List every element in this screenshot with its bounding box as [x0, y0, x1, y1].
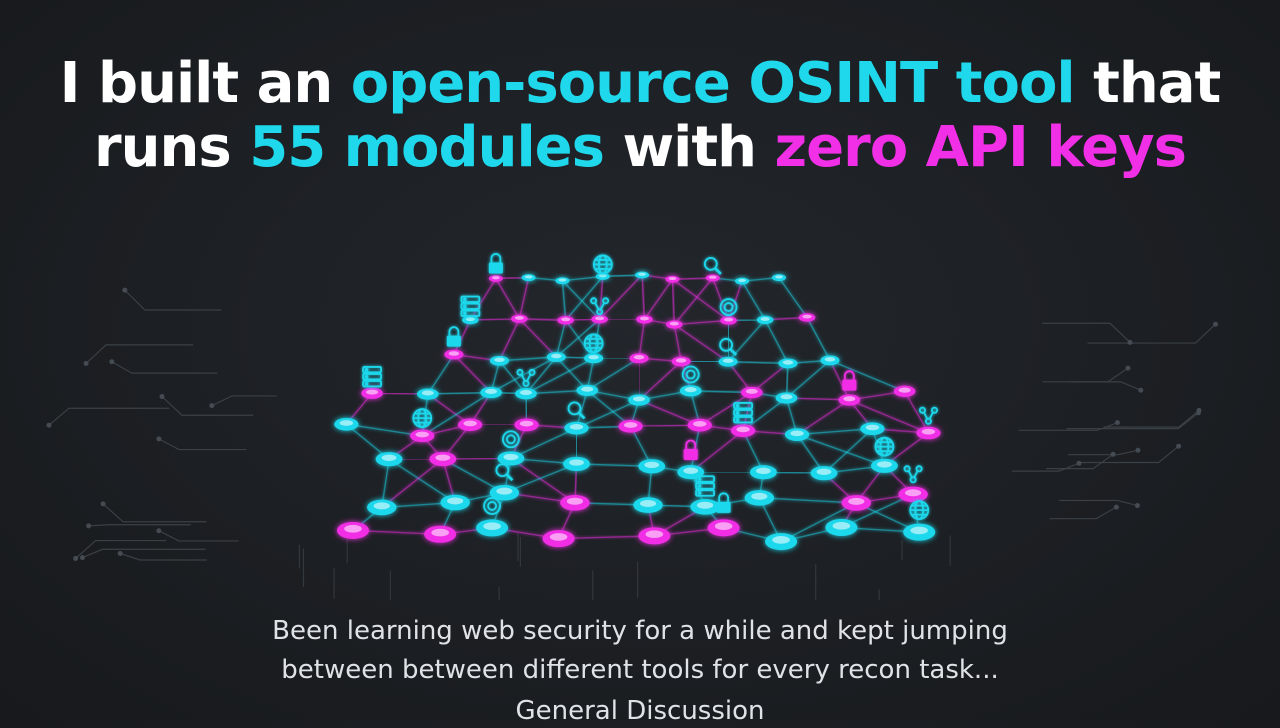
- server-icon: [461, 297, 479, 317]
- target-icon: [484, 498, 500, 514]
- headline-highlight-open-source: open-source OSINT tool: [351, 51, 1075, 116]
- description-line-1: Been learning web security for a while a…: [0, 612, 1280, 651]
- globe-icon: [910, 501, 928, 519]
- headline-highlight-zero-api: zero API keys: [775, 115, 1186, 180]
- lock-icon: [447, 327, 461, 347]
- server-icon: [363, 367, 381, 387]
- lock-icon: [717, 493, 731, 513]
- share-icon: [517, 370, 534, 386]
- lock-icon: [684, 440, 698, 460]
- lock-icon: [489, 254, 503, 274]
- description-line-2: between between different tools for ever…: [0, 651, 1280, 690]
- server-icon: [696, 476, 714, 496]
- headline-segment: runs: [94, 115, 249, 180]
- headline: I built an open-source OSINT tool that r…: [0, 52, 1280, 180]
- headline-line-1: I built an open-source OSINT tool that: [0, 52, 1280, 116]
- globe-icon: [875, 438, 893, 456]
- search-icon: [705, 258, 721, 274]
- globe-icon: [594, 255, 612, 273]
- headline-highlight-modules: 55 modules: [249, 115, 604, 180]
- globe-icon: [413, 409, 431, 427]
- circuit-traces: [46, 288, 1218, 600]
- share-icon: [904, 466, 921, 482]
- globe-icon: [585, 334, 603, 352]
- category-label[interactable]: General Discussion: [0, 694, 1280, 728]
- target-icon: [503, 431, 519, 447]
- headline-segment: that: [1075, 51, 1221, 116]
- headline-segment: I built an: [60, 51, 351, 116]
- network-illustration: [0, 200, 1280, 600]
- headline-line-2: runs 55 modules with zero API keys: [0, 116, 1280, 180]
- lock-icon: [842, 371, 856, 391]
- headline-segment: with: [604, 115, 775, 180]
- post-description: Been learning web security for a while a…: [0, 612, 1280, 690]
